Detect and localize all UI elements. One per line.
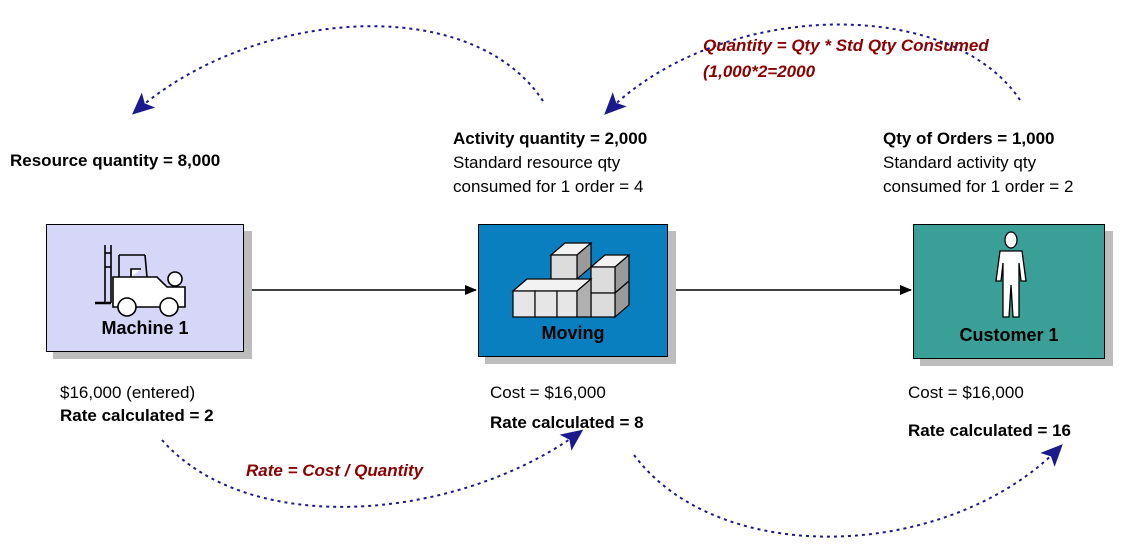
boxes-icon xyxy=(511,241,631,319)
moving-rate-label: Rate calculated = 8 xyxy=(490,413,644,432)
machine-rate-label: Rate calculated = 2 xyxy=(60,406,214,425)
moving-node[interactable]: Moving xyxy=(478,224,668,357)
rate-formula: Rate = Cost / Quantity xyxy=(246,461,424,480)
qty-of-orders-label: Qty of Orders = 1,000 xyxy=(883,129,1055,148)
quantity-formula: Quantity = Qty * Std Qty Consumed xyxy=(703,36,989,55)
resource-quantity-label: Resource quantity = 8,000 xyxy=(10,151,221,170)
moving-node-label: Moving xyxy=(541,323,605,343)
rate-arrow-machine-to-moving xyxy=(161,429,584,508)
customer-node[interactable]: Customer 1 xyxy=(913,224,1105,359)
moving-cost-label: Cost = $16,000 xyxy=(490,383,606,402)
customer-cost-label: Cost = $16,000 xyxy=(908,383,1024,402)
machine-node[interactable]: Machine 1 xyxy=(46,224,244,352)
moving-std-line1: Standard resource qty xyxy=(453,153,621,172)
customer-rate-label: Rate calculated = 16 xyxy=(908,421,1072,440)
machine-node-label: Machine 1 xyxy=(101,318,189,338)
customer-std-line2: consumed for 1 order = 2 xyxy=(883,177,1074,196)
quantity-arrow-moving-to-machine xyxy=(132,25,544,115)
customer-std-line1: Standard activity qty xyxy=(883,153,1037,172)
forklift-icon xyxy=(95,245,186,317)
activity-quantity-label: Activity quantity = 2,000 xyxy=(453,129,648,148)
person-icon xyxy=(995,231,1027,318)
moving-std-line2: consumed for 1 order = 4 xyxy=(453,177,644,196)
rate-arrow-moving-to-customer xyxy=(633,444,1063,538)
customer-node-label: Customer 1 xyxy=(959,325,1059,345)
machine-cost-label: $16,000 (entered) xyxy=(60,383,196,402)
quantity-formula-example: (1,000*2=2000 xyxy=(703,62,816,81)
